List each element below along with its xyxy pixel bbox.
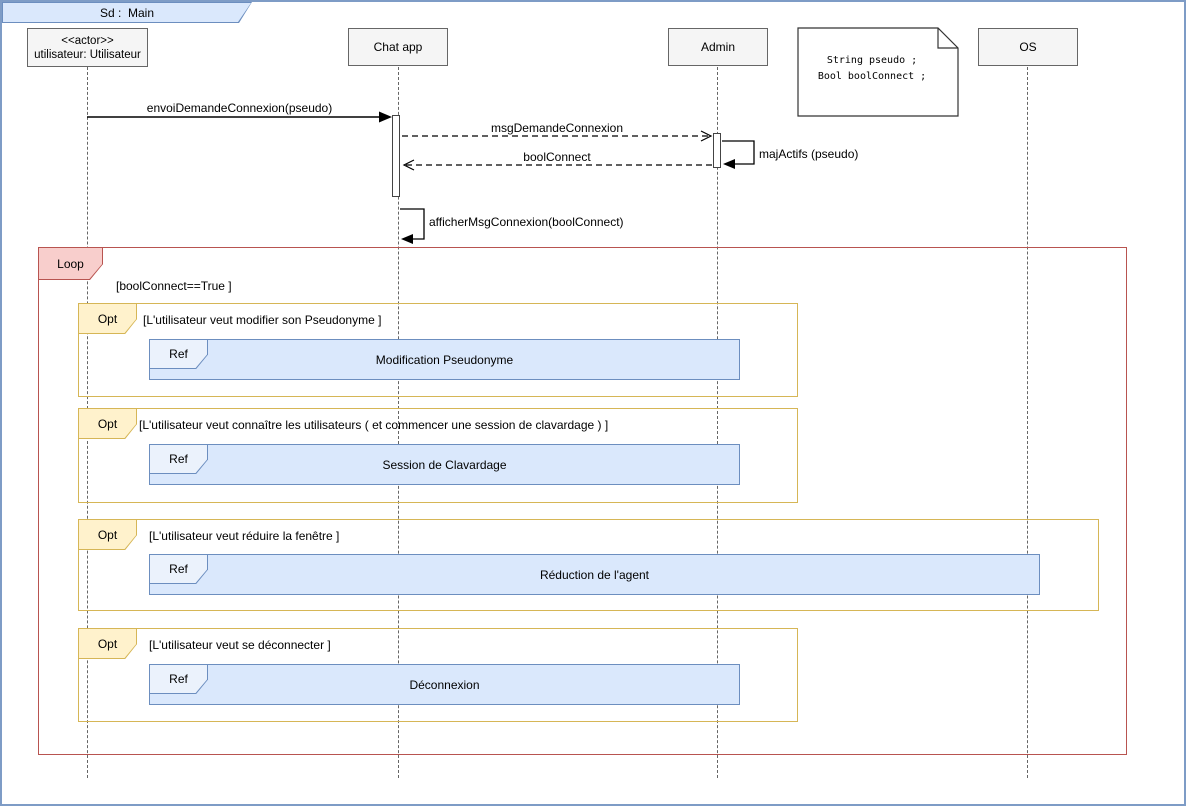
actor-box-os[interactable]: OS [978, 28, 1078, 66]
ref-label-pentagon: Ref [149, 444, 208, 474]
loop-condition: [boolConnect==True ] [116, 279, 232, 293]
opt-label: Opt [79, 304, 136, 333]
loop-label-pentagon: Loop [38, 247, 103, 280]
ref-session-clavardage[interactable]: Ref Session de Clavardage [149, 444, 740, 485]
opt-label: Opt [79, 629, 136, 658]
filled-arrowhead-icon [401, 234, 413, 244]
ref-label: Ref [150, 340, 207, 368]
ref-modification-pseudonyme[interactable]: Ref Modification Pseudonyme [149, 339, 740, 380]
activation-admin[interactable] [713, 133, 721, 168]
filled-arrowhead-icon [723, 159, 735, 169]
message-maj-actifs-self[interactable] [722, 140, 755, 169]
note-line-2: Bool boolConnect ; [817, 71, 927, 82]
ref-reduction-agent[interactable]: Ref Réduction de l'agent [149, 554, 1040, 595]
opt-label: Opt [79, 409, 136, 438]
loop-label: Loop [39, 248, 102, 279]
opt-frame-session-clavardage[interactable]: Opt [L'utilisateur veut connaître les ut… [78, 408, 798, 503]
ref-label: Ref [150, 555, 207, 583]
diagram-title-tab-fill: Sd : Main [3, 3, 251, 22]
note-shape [797, 27, 959, 117]
note-fold-icon [937, 28, 958, 49]
actor-name: utilisateur: Utilisateur [34, 48, 141, 61]
ref-name: Déconnexion [409, 677, 480, 692]
message-afficher-msg-self[interactable] [400, 208, 425, 244]
ref-name: Réduction de l'agent [539, 567, 650, 582]
opt-condition: [L'utilisateur veut connaître les utilis… [139, 418, 609, 432]
ref-name: Modification Pseudonyme [375, 352, 514, 367]
actor-box-chat-app[interactable]: Chat app [348, 28, 448, 66]
activation-chat-app[interactable] [392, 115, 400, 197]
opt-frame-deconnecter[interactable]: Opt [L'utilisateur veut se déconnecter ]… [78, 628, 798, 722]
ref-label-pentagon: Ref [149, 339, 208, 369]
lifeline-os [1027, 67, 1028, 778]
lifeline-admin [717, 67, 718, 778]
ref-name: Session de Clavardage [382, 457, 507, 472]
opt-label: Opt [79, 520, 136, 549]
opt-condition: [L'utilisateur veut réduire la fenêtre ] [149, 529, 340, 543]
label-maj-actifs: majActifs (pseudo) [759, 147, 859, 161]
diagram-title: Sd : Main [99, 5, 155, 20]
label-msg-demande-connexion: msgDemandeConnexion [490, 121, 624, 135]
opt-condition: [L'utilisateur veut modifier son Pseudon… [143, 313, 382, 327]
ref-deconnexion[interactable]: Ref Déconnexion [149, 664, 740, 705]
opt-condition: [L'utilisateur veut se déconnecter ] [149, 638, 331, 652]
actor-label: Chat app [373, 40, 423, 54]
note-variables[interactable]: String pseudo ; Bool boolConnect ; [797, 27, 959, 117]
label-envoi-demande-connexion: envoiDemandeConnexion(pseudo) [146, 101, 333, 115]
diagram-title-tab[interactable]: Sd : Main [2, 2, 252, 23]
opt-label-pentagon: Opt [78, 408, 137, 439]
actor-label: OS [1019, 40, 1037, 54]
label-afficher-msg-connexion: afficherMsgConnexion(boolConnect) [429, 215, 624, 229]
ref-label: Ref [150, 665, 207, 693]
note-line-1: String pseudo ; [826, 55, 918, 66]
opt-label-pentagon: Opt [78, 628, 137, 659]
actor-label: Admin [700, 40, 735, 54]
opt-frame-reduire-fenetre[interactable]: Opt [L'utilisateur veut réduire la fenêt… [78, 519, 1099, 611]
ref-label-pentagon: Ref [149, 554, 208, 584]
opt-label-pentagon: Opt [78, 303, 137, 334]
label-bool-connect: boolConnect [523, 150, 591, 164]
ref-label: Ref [150, 445, 207, 473]
actor-box-admin[interactable]: Admin [668, 28, 768, 66]
opt-frame-modifier-pseudonyme[interactable]: Opt [L'utilisateur veut modifier son Pse… [78, 303, 798, 397]
lifeline-chat-app [398, 67, 399, 778]
opt-label-pentagon: Opt [78, 519, 137, 550]
actor-box-utilisateur[interactable]: <<actor>> utilisateur: Utilisateur [27, 28, 148, 67]
actor-stereotype: <<actor>> [61, 34, 114, 47]
ref-label-pentagon: Ref [149, 664, 208, 694]
loop-frame[interactable]: Loop [boolConnect==True ] Opt [L'utilisa… [38, 247, 1127, 755]
